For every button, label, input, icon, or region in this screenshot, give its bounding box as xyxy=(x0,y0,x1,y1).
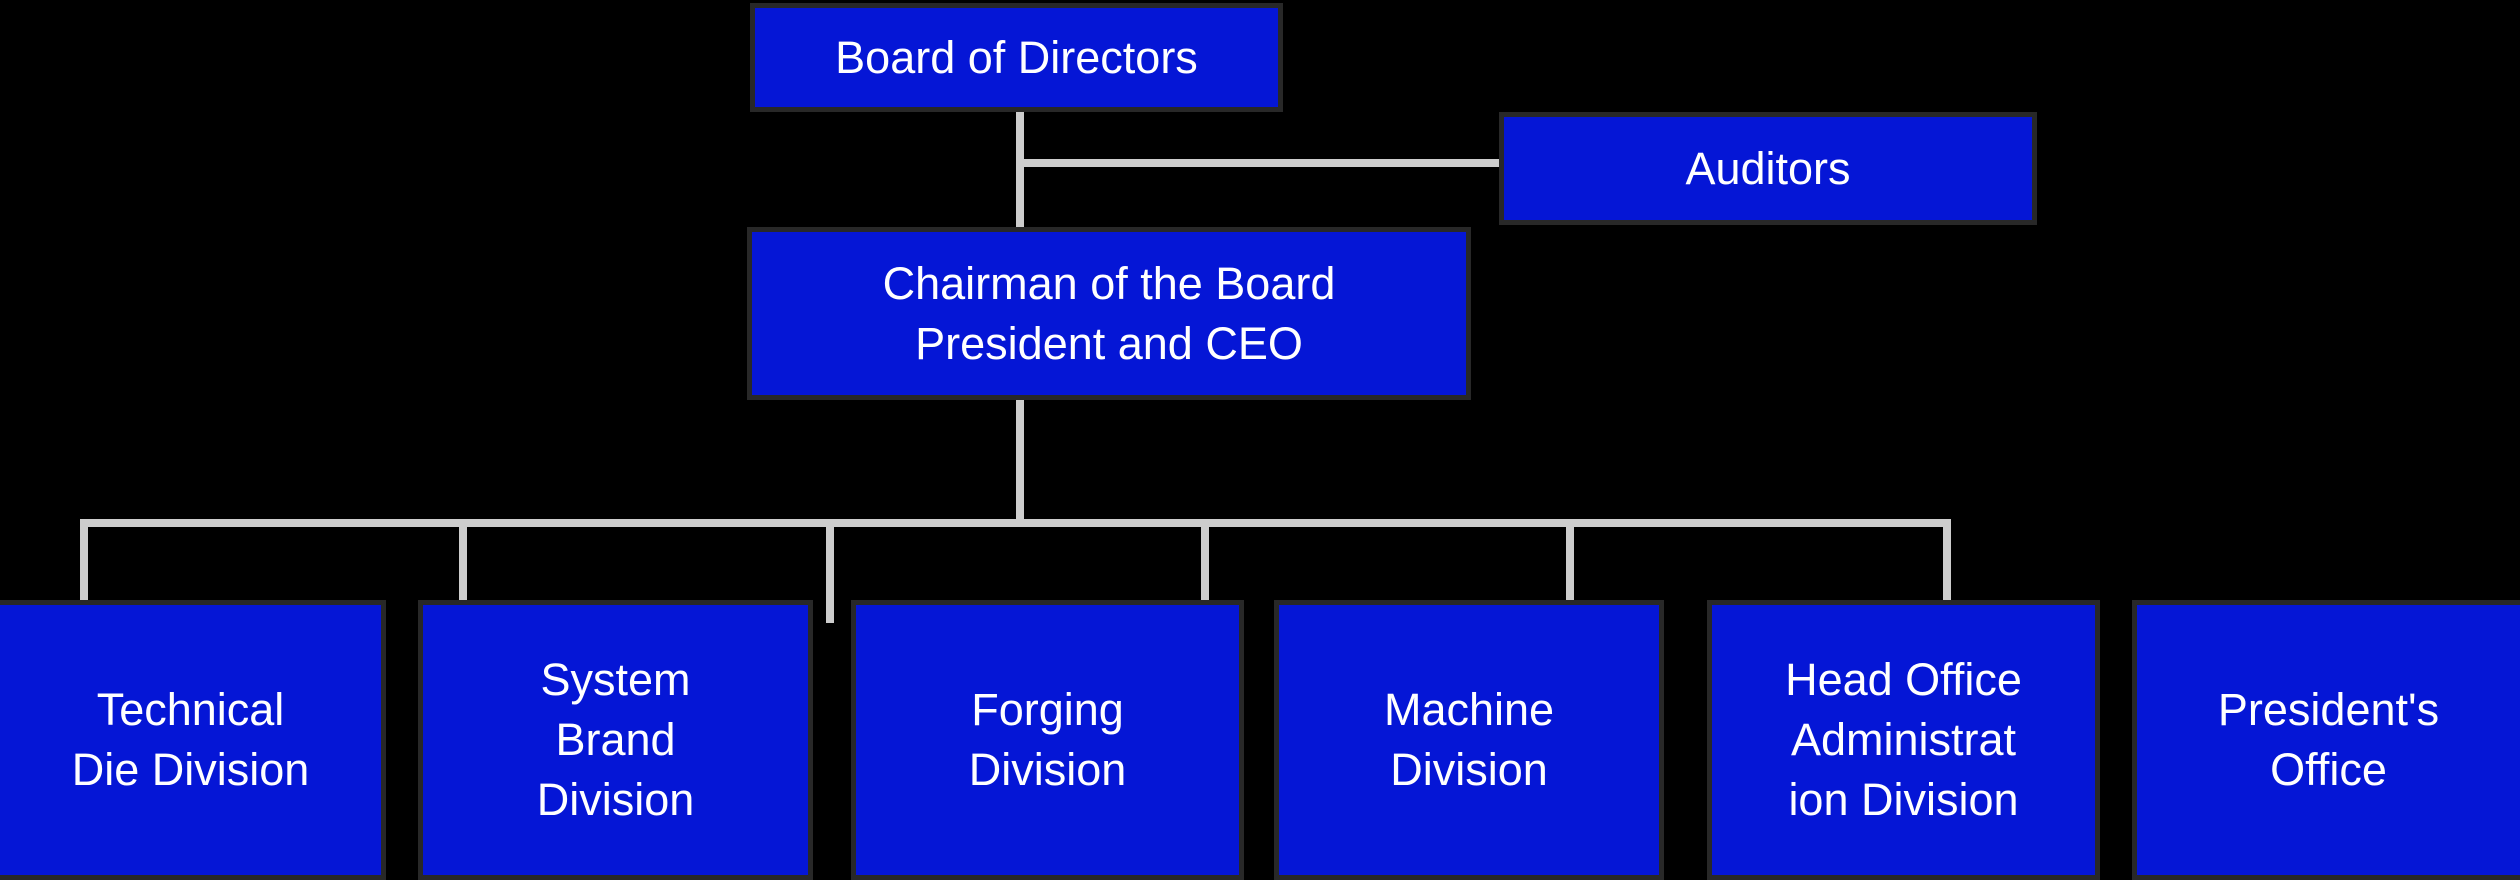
org-node-technical-die-division: Technical Die Division xyxy=(0,600,386,880)
org-node-head-office-administration-division: Head Office Administrat ion Division xyxy=(1707,600,2100,880)
connector-distribution-line xyxy=(80,519,1951,527)
org-node-label: Head Office xyxy=(1785,654,2022,705)
org-node-system-brand-division: System Brand Division xyxy=(418,600,813,880)
org-node-label: Division xyxy=(968,744,1127,795)
org-node-forging-division: Forging Division xyxy=(851,600,1244,880)
org-node-auditors: Auditors xyxy=(1499,112,2037,225)
org-node-label: President's xyxy=(2217,684,2440,735)
org-node-presidents-office: President's Office xyxy=(2132,600,2520,880)
org-node-machine-division: Machine Division xyxy=(1274,600,1664,880)
org-node-label: Division xyxy=(536,774,695,825)
org-node-label: Board of Directors xyxy=(835,31,1198,83)
connector-drop-2 xyxy=(459,523,467,613)
org-node-label: System xyxy=(540,654,691,705)
org-node-chairman-president-ceo: Chairman of the Board President and CEO xyxy=(747,227,1471,400)
org-node-label: Brand xyxy=(555,714,676,765)
org-node-label: Chairman of the Board xyxy=(882,257,1336,309)
org-node-label: Forging xyxy=(971,684,1124,735)
org-node-label: ion Division xyxy=(1788,774,2019,825)
connector-drop-1 xyxy=(80,523,88,613)
org-node-label: Office xyxy=(2270,744,2387,795)
connector-board-to-chairman xyxy=(1016,107,1024,232)
connector-drop-5 xyxy=(1566,523,1574,613)
org-node-label: Administrat xyxy=(1790,714,2017,765)
connector-drop-4 xyxy=(1201,523,1209,613)
connector-chairman-trunk xyxy=(1016,395,1024,527)
org-node-label: Machine xyxy=(1383,684,1555,735)
org-node-label: Die Division xyxy=(71,744,310,795)
org-node-label: Technical xyxy=(96,684,285,735)
org-node-label: President and CEO xyxy=(915,317,1303,369)
org-node-label: Division xyxy=(1390,744,1548,795)
org-node-label: Auditors xyxy=(1685,142,1851,194)
org-node-board-of-directors: Board of Directors xyxy=(750,3,1283,112)
connector-drop-3 xyxy=(826,523,834,623)
connector-branch-to-auditors xyxy=(1016,159,1505,167)
connector-drop-6 xyxy=(1943,523,1951,613)
